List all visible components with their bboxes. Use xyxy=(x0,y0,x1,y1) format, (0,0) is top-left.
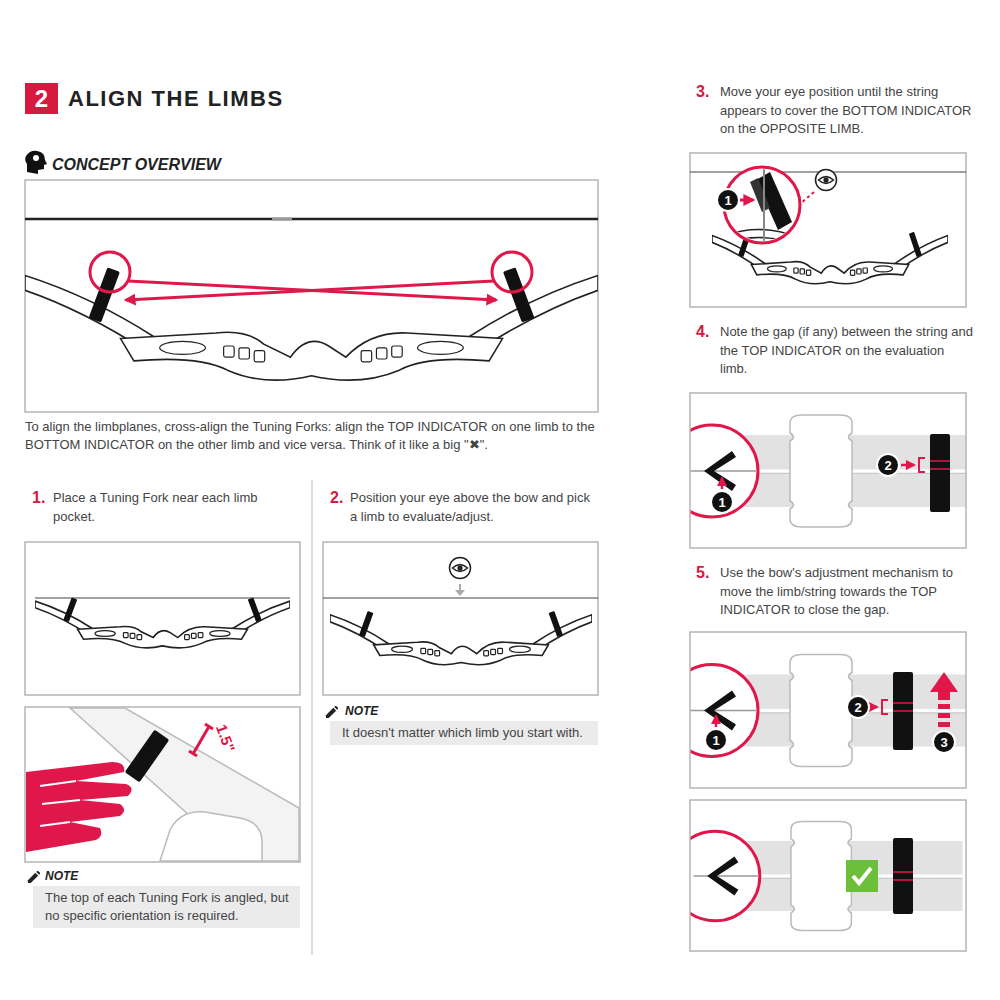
step-number: 5. xyxy=(696,564,709,582)
step-text: Position your eye above the bow and pick… xyxy=(350,489,595,526)
note-box: NOTEThe top of each Tuning Fork is angle… xyxy=(25,869,300,928)
step-text: Note the gap (if any) between the string… xyxy=(720,323,975,379)
dimension-label: 1.5" xyxy=(212,722,238,754)
section-number: 2 xyxy=(35,85,48,113)
callout-number: 2 xyxy=(876,453,900,477)
callout-number-text: 2 xyxy=(884,458,891,473)
note-heading: NOTE xyxy=(45,869,300,886)
concept-text: To align the limbplanes, cross-align the… xyxy=(25,418,615,454)
callout-number-text: 3 xyxy=(940,735,947,750)
callout-number-text: 1 xyxy=(718,495,725,510)
concept-icon xyxy=(25,151,47,174)
step-number: 3. xyxy=(696,83,709,101)
step1-bow-panel xyxy=(25,542,300,695)
note-heading: NOTE xyxy=(345,704,598,721)
callout-number: 2 xyxy=(846,695,870,719)
callout-number: 1 xyxy=(710,490,734,514)
page-title: ALIGN THE LIMBS xyxy=(68,86,284,112)
note-text: The top of each Tuning Fork is angled, b… xyxy=(33,886,300,928)
step-number: 1. xyxy=(32,489,45,507)
step5-panel xyxy=(666,632,966,788)
step-number: 2. xyxy=(330,489,343,507)
concept-panel xyxy=(25,180,598,412)
step-text: Use the bow's adjustment mechanism to mo… xyxy=(720,564,975,620)
note-text: It doesn't matter which limb you start w… xyxy=(330,721,598,745)
callout-number-text: 2 xyxy=(854,700,861,715)
note-box: NOTEIt doesn't matter which limb you sta… xyxy=(323,704,598,745)
step2-panel xyxy=(323,542,598,695)
column-divider xyxy=(311,480,313,955)
step4-panel xyxy=(666,393,966,548)
step3-panel xyxy=(690,153,966,307)
callout-number: 1 xyxy=(704,728,728,752)
step1-hand-panel xyxy=(25,707,300,862)
callout-number-text: 1 xyxy=(724,193,731,208)
step-text: Place a Tuning Fork near each limb pocke… xyxy=(53,489,298,526)
section-number-box: 2 xyxy=(25,83,58,114)
callout-number: 1 xyxy=(716,188,740,212)
result-panel xyxy=(670,800,966,951)
callout-number: 3 xyxy=(932,730,956,754)
step-number: 4. xyxy=(696,323,709,341)
section-heading: CONCEPT OVERVIEW xyxy=(52,155,221,175)
step-text: Move your eye position until the string … xyxy=(720,83,975,139)
callout-number-text: 1 xyxy=(712,733,719,748)
